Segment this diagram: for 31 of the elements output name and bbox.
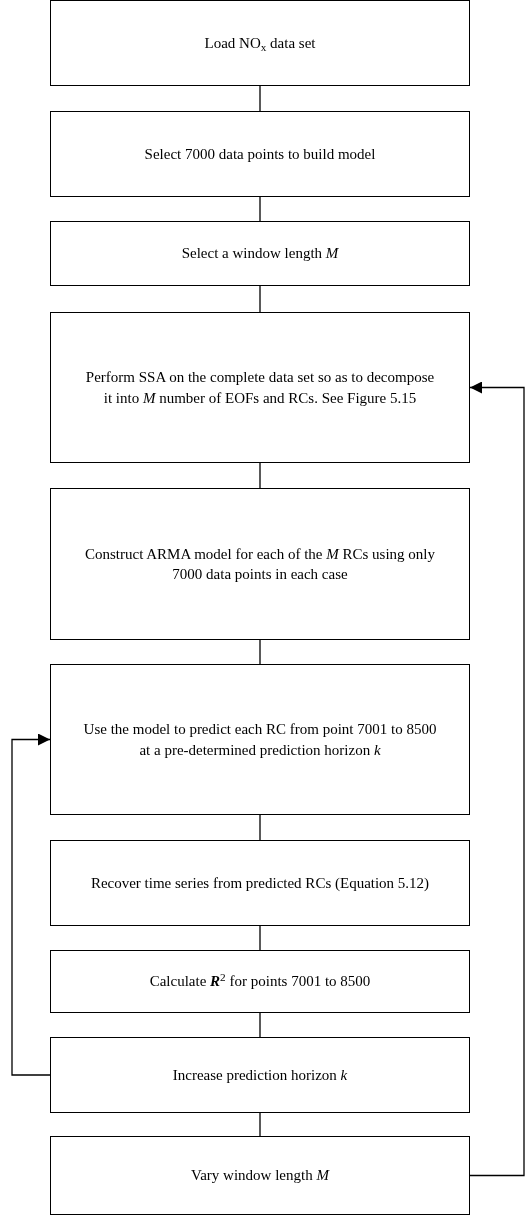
connector-line [259, 639, 261, 665]
connector-line [259, 196, 261, 222]
box-text: Vary window length M [191, 1166, 329, 1186]
box-text: Select a window length M [181, 244, 339, 264]
connector-line [259, 1112, 261, 1137]
process-box [50, 664, 470, 815]
process-box [50, 950, 470, 1013]
box-text: Recover time series from predicted RCs (Equation 5.12) [90, 873, 430, 893]
box-text: Use the model to predict each RC from point 7001 to 8500 at a pre-determined prediction horizon k [83, 720, 437, 760]
process-box [50, 1136, 470, 1215]
box-text: Load NO$_{x}$ data set [204, 33, 316, 54]
box-text: Construct ARMA model for each of the M RCs using only 7000 data points in each case [84, 544, 436, 584]
process-box [50, 221, 470, 286]
connector-line [259, 925, 261, 951]
box-text: Select 7000 data points to build model [144, 144, 376, 164]
arrow [469, 381, 525, 1177]
box-text: Increase prediction horizon k [172, 1065, 348, 1085]
process-box [50, 840, 470, 926]
box-text: Calculate R$^{2}$ for points 7001 to 8500 [149, 971, 371, 992]
process-box [50, 488, 470, 640]
box-text: Perform SSA on the complete data set so as to decompose it into M number of EOFs and RCs. See Figure 5.15 [84, 368, 436, 408]
process-box [50, 312, 470, 463]
process-box [50, 1037, 470, 1113]
connector-line [259, 814, 261, 841]
connector-line [259, 462, 261, 489]
process-box [50, 0, 470, 86]
connector-line [259, 1012, 261, 1038]
arrow [11, 733, 51, 1076]
process-box [50, 111, 470, 197]
connector-line [259, 285, 261, 313]
connector-line [259, 85, 261, 112]
